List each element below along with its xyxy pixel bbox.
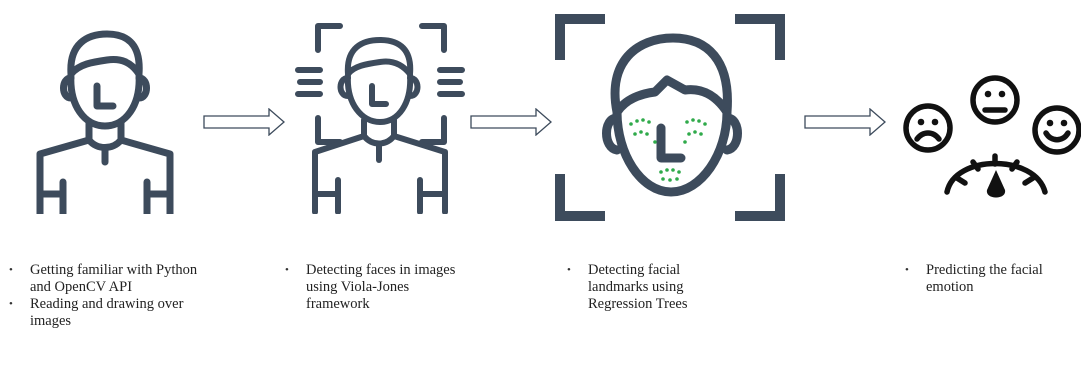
person-icon	[36, 30, 174, 214]
arrow-right-icon	[203, 108, 285, 136]
arrow-right-icon	[470, 108, 552, 136]
step-2-bullets: Detecting faces in images using Viola-Jo…	[282, 262, 462, 313]
step-4-bullets: Predicting the facial emotion	[902, 262, 1078, 296]
emotion-meter-icon	[903, 75, 1081, 198]
arrow-right-icon	[804, 108, 886, 136]
face-detection-icon	[295, 23, 465, 214]
facial-landmarks-icon	[555, 14, 785, 221]
step-3-bullets: Detecting facial landmarks using Regress…	[564, 262, 744, 313]
bullet-item: Reading and drawing over images	[6, 296, 206, 330]
bullet-item: Detecting facial landmarks using Regress…	[564, 262, 744, 313]
bullet-item: Getting familiar with Python and OpenCV …	[6, 262, 206, 296]
bullet-item: Detecting faces in images using Viola-Jo…	[282, 262, 462, 313]
step-1-bullets: Getting familiar with Python and OpenCV …	[6, 262, 206, 330]
bullet-item: Predicting the facial emotion	[902, 262, 1078, 296]
